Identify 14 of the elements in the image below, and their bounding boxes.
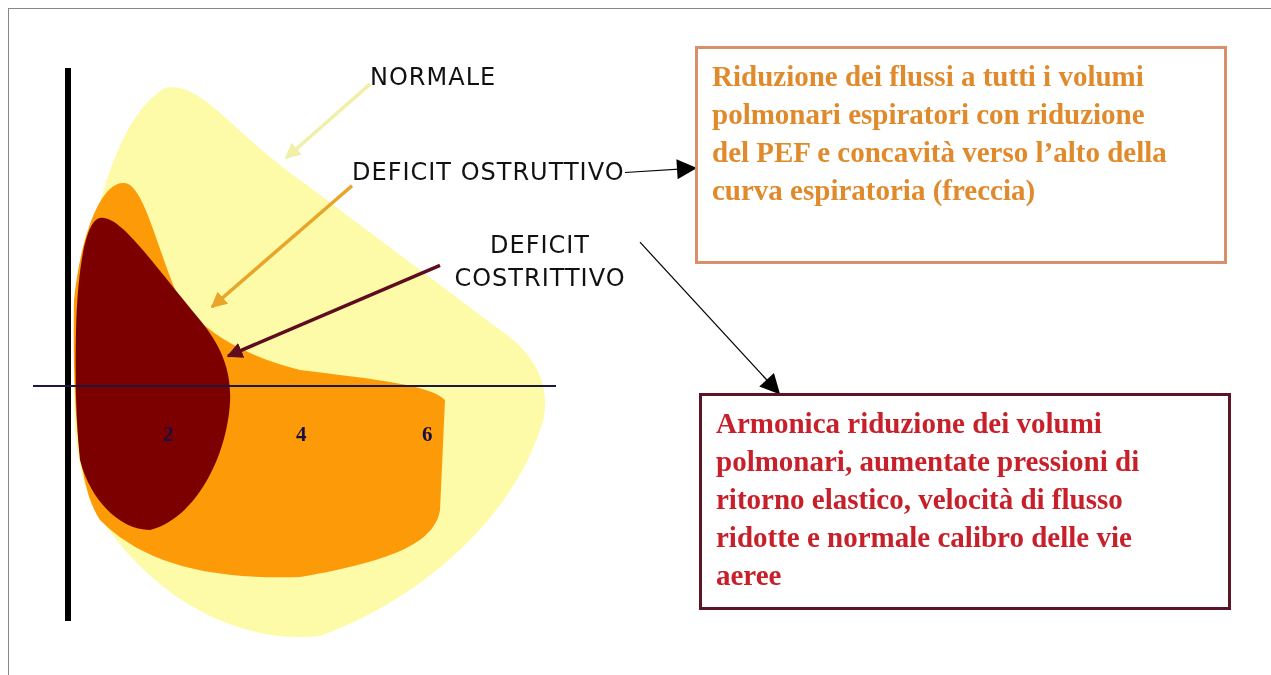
curve-label: NORMALE — [370, 61, 497, 94]
obstructive-flow-volume-loop — [73, 183, 445, 578]
axis-tick-label: 2 — [163, 422, 174, 447]
restrictive-flow-volume-loop — [75, 218, 231, 530]
description-box: Armonica riduzione dei volumi polmonari, aumentate pressioni di ritorno elastico, velocità di flusso ridotte e normale calibro delle vie aeree — [699, 393, 1231, 610]
axis-tick-label: 6 — [422, 422, 433, 447]
description-box: Riduzione dei flussi a tutti i volumi polmonari espiratori con riduzione del PEF e concavità verso l’alto della curva espiratoria (freccia) — [695, 46, 1227, 264]
curve-label: DEFICIT COSTRITTIVO — [440, 229, 640, 295]
axis-tick-label: 4 — [296, 422, 307, 447]
arrow — [210, 184, 354, 309]
curve-label: DEFICIT OSTRUTTIVO — [352, 156, 625, 189]
arrow — [639, 241, 781, 395]
arrow — [284, 82, 372, 160]
arrow — [624, 159, 697, 180]
